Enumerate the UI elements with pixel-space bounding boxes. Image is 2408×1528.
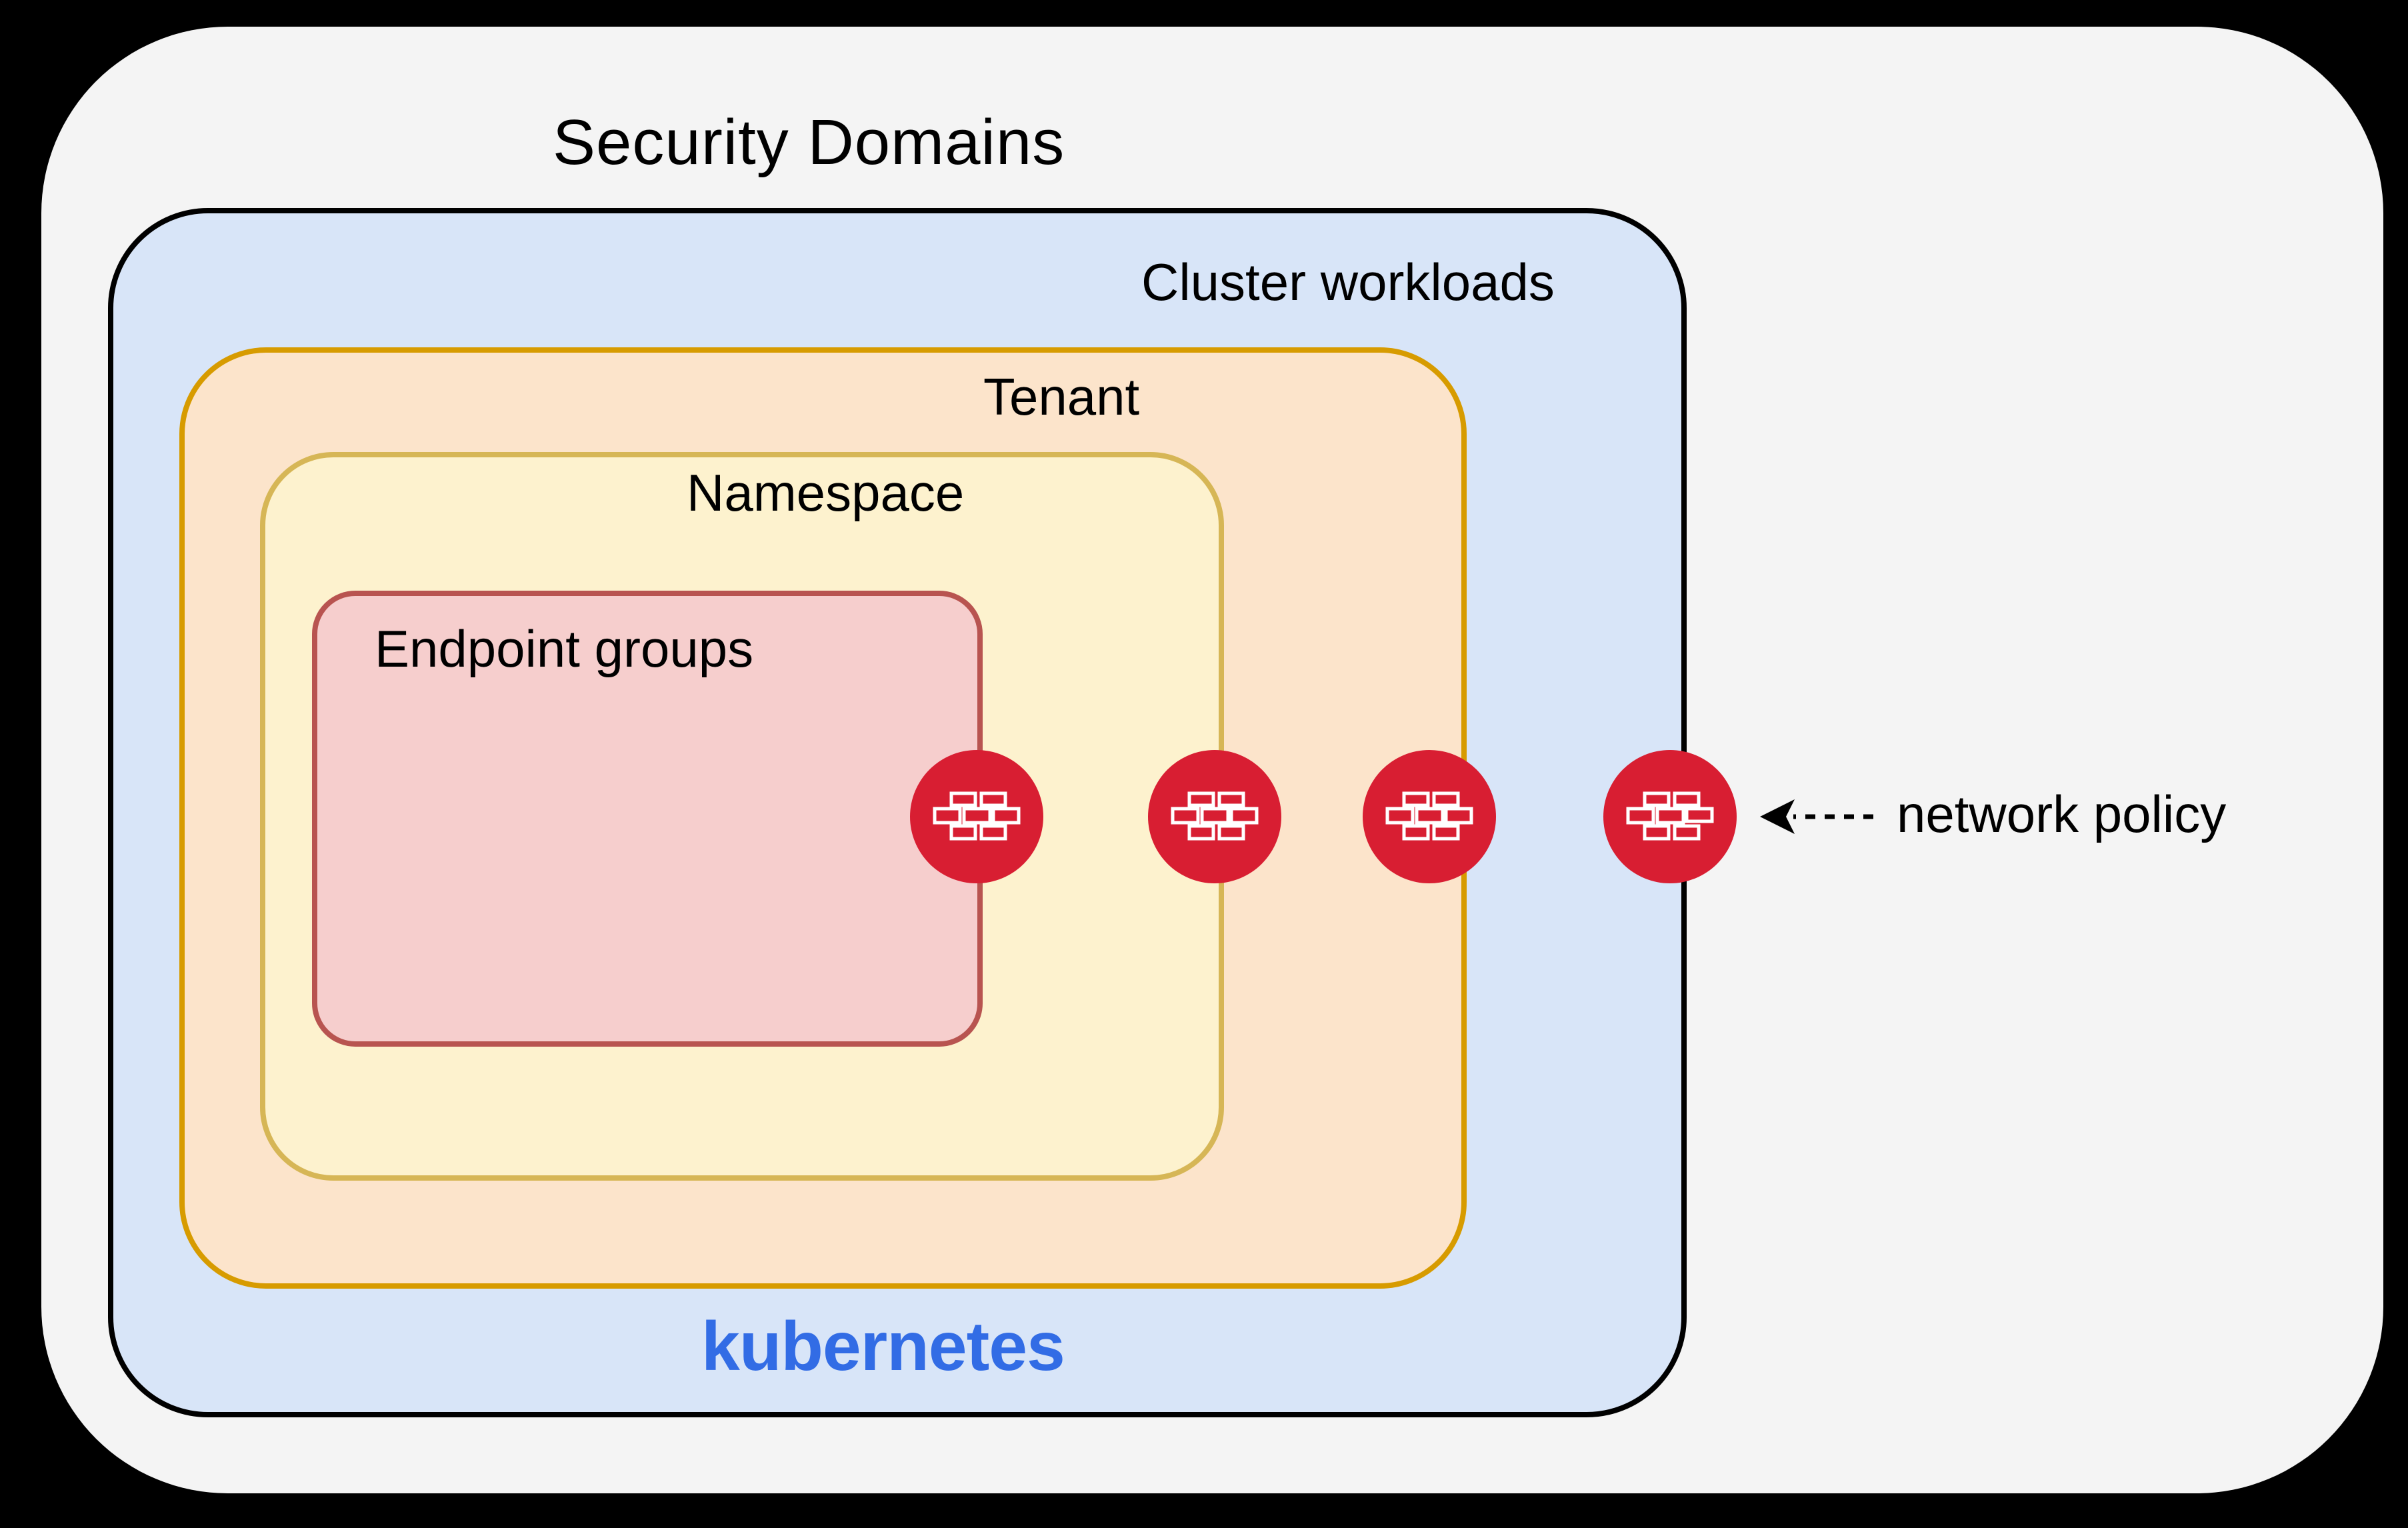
- namespace-label: Namespace: [687, 463, 965, 522]
- brick-wall-glyph: [1385, 791, 1473, 841]
- network-policy-label: network policy: [1897, 785, 2227, 843]
- tenant-label: Tenant: [983, 367, 1140, 426]
- cluster-workloads-label: Cluster workloads: [1141, 253, 1555, 311]
- brick-wall-glyph: [1626, 791, 1714, 841]
- firewall-icon: [1603, 750, 1737, 883]
- diagram-title: Security Domains: [553, 107, 1065, 178]
- endpoint-groups-label: Endpoint groups: [375, 619, 754, 678]
- brick-wall-glyph: [1171, 791, 1259, 841]
- firewall-marker-endpoint-boundary: [910, 750, 1043, 883]
- tenant-box: Tenant Namespace Endpoint groups: [179, 347, 1467, 1289]
- dashed-arrow-icon: [1760, 799, 1873, 834]
- firewall-icon: [1148, 750, 1281, 883]
- firewall-marker-namespace-boundary: [1148, 750, 1281, 883]
- brick-wall-glyph: [933, 791, 1021, 841]
- namespace-box: Namespace Endpoint groups: [260, 452, 1224, 1181]
- firewall-icon: [1363, 750, 1496, 883]
- firewall-marker-cluster-boundary: [1603, 750, 1737, 883]
- endpoint-groups-box: Endpoint groups: [312, 591, 983, 1047]
- firewall-marker-tenant-boundary: [1363, 750, 1496, 883]
- kubernetes-label: kubernetes: [701, 1308, 1065, 1385]
- firewall-icon: [910, 750, 1043, 883]
